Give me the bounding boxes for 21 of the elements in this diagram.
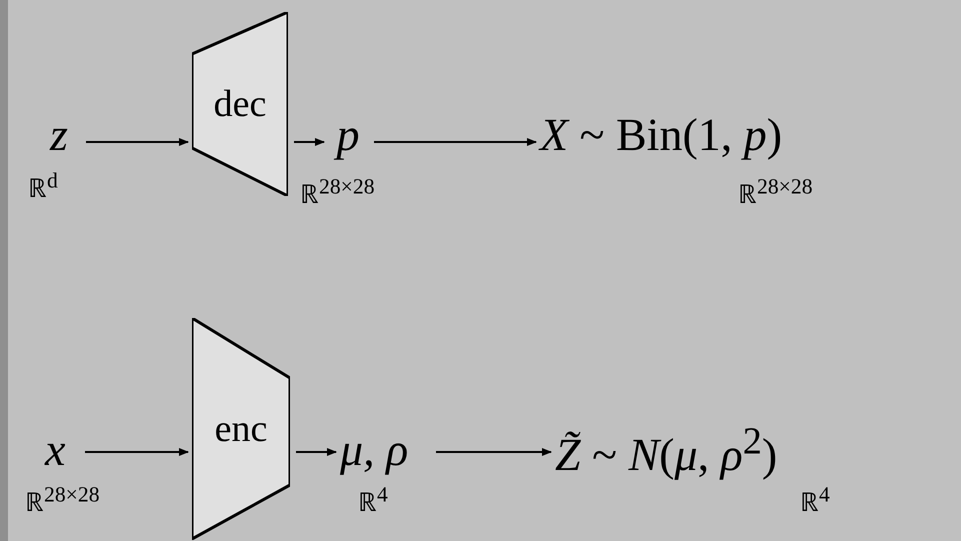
arrow <box>296 448 337 456</box>
distribution-formula: Z̃ ~ N(μ, ρ$^{2}$) <box>555 428 778 480</box>
space-label: ℝ$^{28×28}$ <box>25 488 100 517</box>
arrow <box>85 448 189 456</box>
space-label: ℝ$^{d}$ <box>28 174 58 203</box>
variable-symbol: z <box>50 109 68 160</box>
arrow <box>374 138 537 146</box>
block-label: dec <box>214 82 266 126</box>
space-label: ℝ$^{4}$ <box>358 488 388 517</box>
space-label: ℝ$^{4}$ <box>800 488 830 517</box>
distribution-formula: X ~ Bin(1, p) <box>540 109 782 160</box>
space-label: ℝ$^{28×28}$ <box>300 180 375 209</box>
encoder-trapezoid <box>192 318 290 540</box>
space-label: ℝ$^{28×28}$ <box>738 180 813 209</box>
decoder-trapezoid <box>192 12 288 196</box>
variable-symbol: x <box>45 424 66 475</box>
block-label: enc <box>214 407 268 451</box>
arrow <box>86 138 189 146</box>
arrow <box>436 448 552 456</box>
variable-symbol: μ, ρ <box>340 424 408 475</box>
arrow <box>294 138 325 146</box>
